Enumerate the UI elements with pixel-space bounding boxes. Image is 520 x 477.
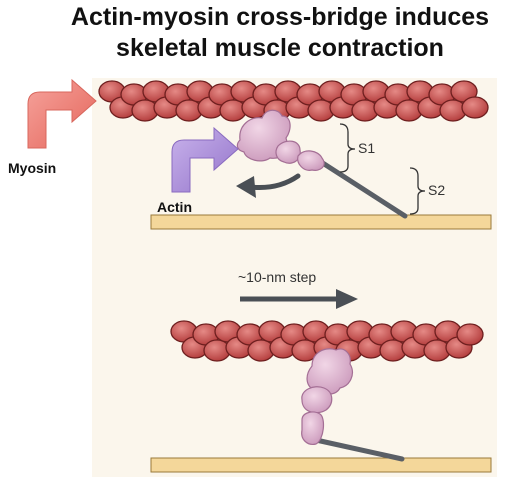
myosin-head-bottom <box>301 348 353 445</box>
power-stroke-arrowhead <box>236 176 256 198</box>
myosin-s2-tail-bottom <box>313 437 405 462</box>
thick-filament-bottom <box>150 457 492 473</box>
actin-filament-top <box>98 80 489 122</box>
s2-label: S2 <box>428 182 446 198</box>
power-stroke-arrow <box>247 173 301 190</box>
thick-filament-top <box>150 214 492 230</box>
myosin-label: Myosin <box>8 160 57 176</box>
actin-monomer <box>461 96 489 119</box>
s1-label: S1 <box>358 140 376 156</box>
actin-pointer-arrow <box>171 126 239 193</box>
step-label: ~10-nm step <box>238 269 317 285</box>
s2-brace <box>409 167 426 215</box>
myosin-pointer-arrow <box>27 78 97 149</box>
actin-monomer <box>456 323 484 346</box>
myosin-s2-tail-top <box>315 157 408 219</box>
title-line-1: Actin-myosin cross-bridge induces <box>70 3 490 31</box>
title-line-2: skeletal muscle contraction <box>116 34 444 62</box>
myosin-head-top <box>236 109 325 171</box>
actin-filament-bottom <box>170 320 484 362</box>
step-arrowhead <box>336 289 358 309</box>
s1-brace <box>339 123 356 173</box>
actin-label: Actin <box>157 199 192 215</box>
